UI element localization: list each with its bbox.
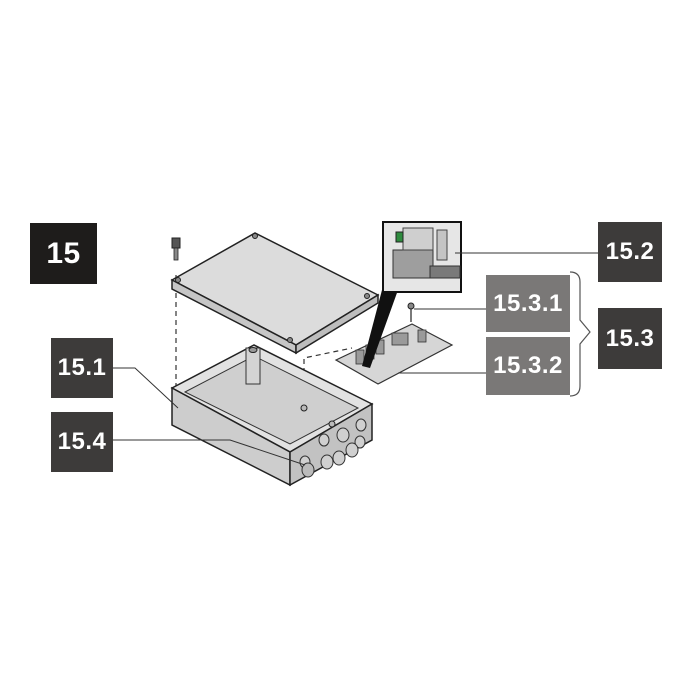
part-label-15-3: 15.3	[598, 308, 662, 369]
part-label-15-4: 15.4	[51, 412, 113, 472]
leader-lines	[113, 252, 598, 466]
lid-screw-icon	[171, 237, 181, 261]
part-label-15-3-2: 15.3.2	[486, 337, 570, 395]
grouping-brace	[569, 271, 591, 397]
part-label-15-3-1: 15.3.1	[486, 275, 570, 332]
part-label-15-1: 15.1	[51, 338, 113, 398]
board-screw-icon	[407, 302, 415, 322]
inset-pointer	[362, 290, 398, 368]
part-label-15-2: 15.2	[598, 222, 662, 282]
housing-lid	[170, 232, 380, 355]
figure-number-label: 15	[30, 223, 97, 284]
control-board	[334, 323, 454, 385]
board-detail-inset	[382, 221, 462, 293]
enclosure-base	[170, 344, 374, 487]
cable-gland-holes	[299, 418, 367, 478]
